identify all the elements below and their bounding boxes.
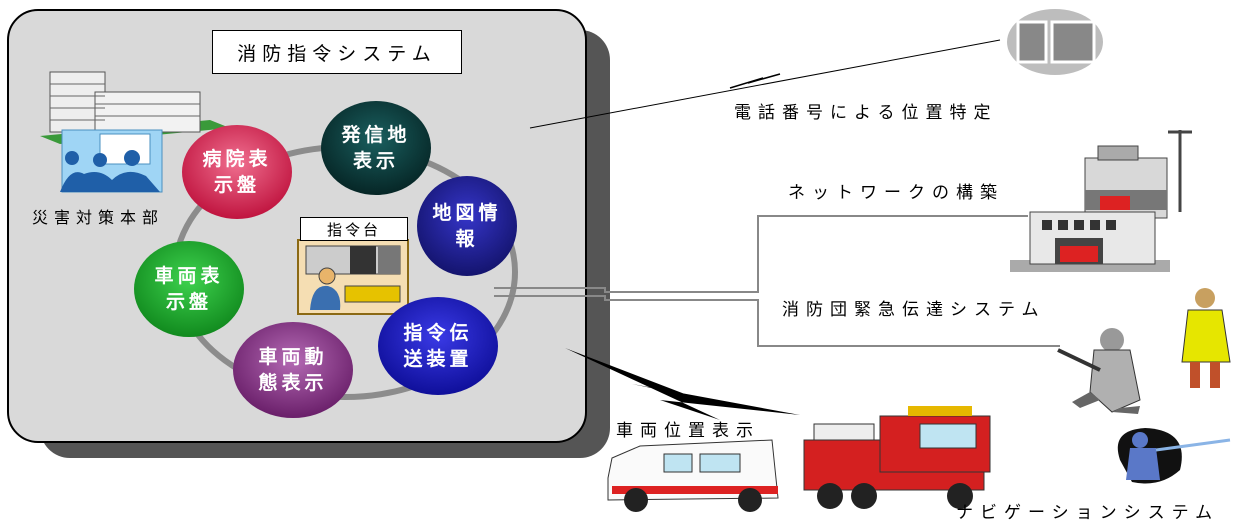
node-origin-line2: 表示 <box>352 150 399 172</box>
node-map-line1: 地図情 <box>432 202 502 224</box>
node-vehicle-line2: 示盤 <box>165 291 212 313</box>
node-vehicle <box>134 241 244 337</box>
node-movement-text: 車両動 態表示 <box>243 344 343 396</box>
vehicle-position-label: 車両位置表示 <box>616 421 760 441</box>
node-vehicle-line1: 車両表 <box>154 265 224 287</box>
ambulance-icon <box>607 439 779 512</box>
phone-location-label: 電話番号による位置特定 <box>734 103 998 123</box>
node-hospital <box>182 125 292 219</box>
node-hospital-line2: 示盤 <box>213 174 260 196</box>
node-origin-line1: 発信地 <box>341 124 411 146</box>
phone-link-line <box>529 39 1001 129</box>
fire-corps-label: 消防団緊急伝達システム <box>782 300 1046 320</box>
node-dispatch-line1: 指令伝 <box>403 322 473 344</box>
node-map-line2: 報 <box>455 228 479 250</box>
hq-label: 災害対策本部 <box>32 208 165 227</box>
node-dispatch-line2: 送装置 <box>403 348 473 370</box>
node-dispatch-text: 指令伝 送装置 <box>388 320 488 372</box>
node-movement-line2: 態表示 <box>258 372 328 394</box>
node-map-text: 地図情 報 <box>417 200 517 252</box>
node-movement-line1: 車両動 <box>258 346 328 368</box>
node-origin-text: 発信地 表示 <box>326 122 426 174</box>
meeting-icon <box>60 129 163 193</box>
network-lines <box>494 215 1060 347</box>
fire-engine-icon <box>803 406 991 509</box>
phone-icon <box>1007 9 1103 75</box>
node-hospital-line1: 病院表 <box>202 148 272 170</box>
console-label: 指令台 <box>300 217 408 241</box>
radio-bolt <box>565 348 800 420</box>
node-movement <box>233 322 353 418</box>
node-map <box>417 176 517 276</box>
phone-link-bolt <box>729 73 781 89</box>
fire-station-icon <box>1010 130 1192 272</box>
node-hospital-text: 病院表 示盤 <box>187 146 287 198</box>
node-origin <box>321 101 431 195</box>
network-label: ネットワークの構築 <box>788 183 1004 203</box>
node-dispatch <box>378 297 498 395</box>
firefighter-icon <box>1057 288 1231 484</box>
node-vehicle-text: 車両表 示盤 <box>139 263 239 315</box>
navigation-label: ナビゲーションシステム <box>956 503 1220 523</box>
control-console-icon <box>297 239 409 315</box>
system-title: 消防指令システム <box>212 30 462 74</box>
